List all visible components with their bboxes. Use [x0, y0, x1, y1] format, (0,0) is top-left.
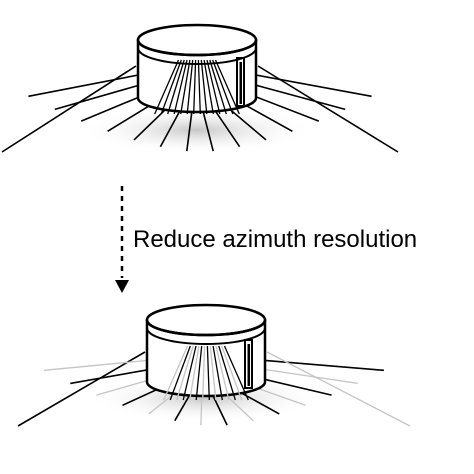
laser-beam [257, 65, 399, 153]
inner-beam [154, 59, 180, 115]
laser-beam [249, 73, 372, 98]
inner-beam [200, 59, 208, 115]
inner-beam [167, 59, 185, 115]
laser-beam-removed [250, 366, 358, 385]
laser-beam-removed [44, 359, 154, 371]
inner-beam [212, 345, 223, 401]
inner-beam [160, 59, 182, 115]
inner-beam [195, 345, 203, 401]
sensor-shadow [79, 106, 315, 154]
inner-beam [203, 59, 214, 115]
sensor-after-reduction [17, 303, 411, 427]
laser-beam [17, 351, 146, 427]
inner-beam [223, 345, 249, 401]
sensor-before-reduction [1, 23, 399, 154]
inner-beam-removed [209, 345, 217, 401]
laser-beam [54, 80, 153, 111]
inner-beam [186, 59, 194, 115]
inner-beam-removed [202, 345, 206, 401]
inner-beam [209, 59, 227, 115]
inner-beam [212, 59, 234, 115]
inner-beam [182, 345, 197, 401]
inner-beam [180, 59, 191, 115]
dashed-down-arrow-icon [115, 186, 129, 293]
laser-beam [258, 359, 384, 372]
lidar-sensor-icon [145, 303, 267, 401]
inner-beam [206, 345, 210, 401]
laser-beam-removed [266, 351, 411, 427]
inner-beam [193, 59, 197, 115]
inner-beam-removed [221, 345, 243, 401]
caption-reduce-azimuth-resolution: Reduce azimuth resolution [133, 226, 418, 253]
laser-beam [241, 80, 346, 111]
inner-beam [173, 59, 188, 115]
inner-beam-removed [163, 345, 189, 401]
laser-beam [28, 73, 145, 98]
inner-beam-removed [215, 345, 230, 401]
inner-beam-removed [176, 345, 194, 401]
inner-beam [214, 59, 240, 115]
inner-beam [218, 345, 236, 401]
inner-beam [197, 59, 201, 115]
inner-beam-removed [189, 345, 200, 401]
inner-beam [206, 59, 221, 115]
inner-beam [169, 345, 191, 401]
lidar-sensor-icon [136, 23, 258, 115]
